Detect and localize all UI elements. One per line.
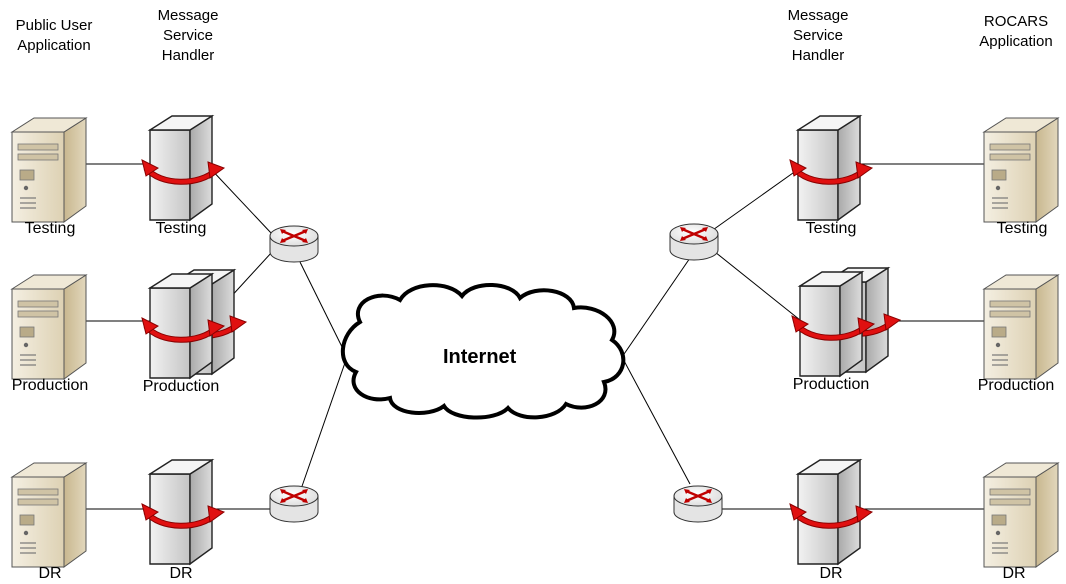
left-msh-testing-label: Testing [155,220,207,237]
right-app-production-server-icon [983,274,1059,380]
header-msh-right: Message Service Handler [787,7,849,64]
left-msh-testing-server-icon [142,116,224,220]
header-rocars-application: ROCARS Application [979,13,1053,50]
left-app-dr-label: DR [38,565,62,582]
left-app-dr-server-icon [11,462,87,568]
left-app-testing-server-icon [11,117,87,223]
right-app-dr-server-icon [983,462,1059,568]
right-app-dr-label: DR [1002,565,1026,582]
right-router-bottom-icon [672,484,724,524]
right-msh-testing-label: Testing [805,220,857,237]
right-app-testing-label: Testing [996,220,1048,237]
left-msh-dr-server-icon [142,460,224,564]
left-router-bottom-icon [268,484,320,524]
right-router-top-icon [668,222,720,262]
left-app-production-server-icon [11,274,87,380]
right-msh-production-server-icon [792,268,900,376]
right-msh-dr-server-icon [790,460,872,564]
right-msh-production-label: Production [792,376,870,393]
left-msh-production-label: Production [142,378,220,395]
right-app-testing-server-icon [983,117,1059,223]
connections [86,163,985,510]
right-msh-testing-server-icon [790,116,872,220]
right-msh-dr-label: DR [819,565,843,582]
right-app-production-label: Production [977,377,1055,394]
internet-label: Internet [443,346,517,368]
left-msh-dr-label: DR [169,565,193,582]
left-router-top-icon [268,224,320,264]
header-public-user-application: Public User Application [15,17,93,54]
left-app-testing-label: Testing [24,220,76,237]
left-msh-production-server-icon [142,270,246,378]
internet-cloud [340,282,626,420]
header-msh-left: Message Service Handler [157,7,219,64]
left-app-production-label: Production [11,377,89,394]
